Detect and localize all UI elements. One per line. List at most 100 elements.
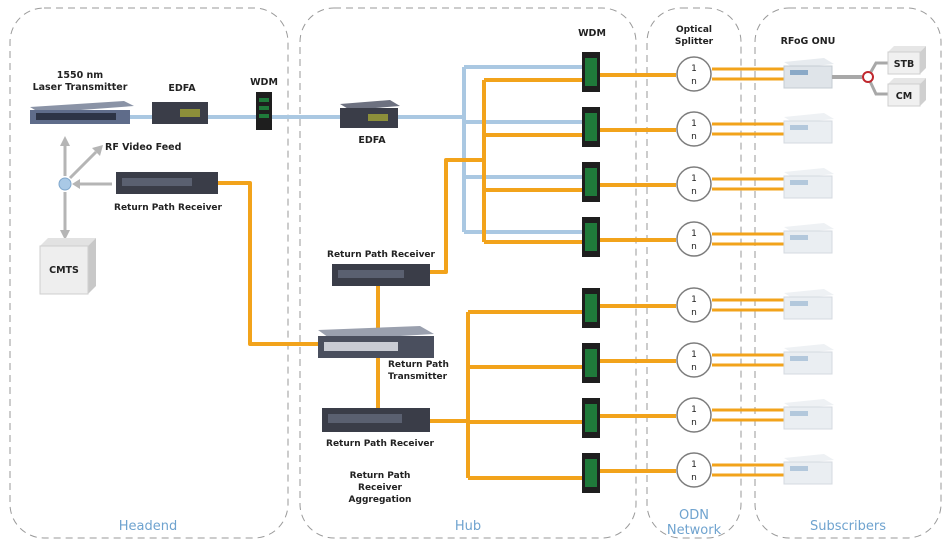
label-cmts: CMTS [49, 265, 79, 276]
onu-8-label [790, 466, 808, 471]
cmts-side [88, 238, 96, 294]
cm-front [887, 83, 921, 107]
label-cm: CM [896, 91, 912, 102]
label-stb: STB [894, 59, 915, 70]
edfa-hub-top [340, 100, 400, 110]
onu-1-label [790, 70, 808, 75]
customer-coax [832, 46, 926, 107]
label-wdm-hub: WDM [578, 28, 606, 39]
onu-5-body [783, 296, 833, 320]
zone-title-odn-line1: ODN [679, 508, 709, 523]
edfa-hub [340, 100, 400, 128]
onu-2 [783, 113, 834, 144]
arrow-head-to-feed-icon [92, 145, 103, 156]
zone-title-subscribers: Subscribers [810, 519, 886, 534]
arrow-head-to-cmts-icon [60, 230, 70, 240]
splitter-3-input-count: 1 [691, 174, 697, 184]
subscribers-zone [754, 7, 942, 539]
return-path-receiver-hub-upper [332, 264, 430, 286]
splitter-4-input-count: 1 [691, 229, 697, 239]
onu-2-label [790, 125, 808, 130]
onu-4-body [783, 230, 833, 254]
label-wdm-headend: WDM [250, 77, 278, 88]
orange-transmitter-to-headend [218, 181, 318, 346]
stb-box [887, 46, 926, 75]
rpt-panel [324, 342, 398, 351]
label-aggregation-line3: Aggregation [349, 495, 412, 505]
edfa-headend [152, 102, 208, 124]
splitter-6-output-count: n [691, 363, 697, 373]
splitter-8-circle [676, 452, 712, 488]
edfa-headend-display [180, 109, 200, 117]
splitter-6-circle [676, 342, 712, 378]
hub-wdm-7 [582, 398, 600, 438]
label-aggregation-line2: Receiver [358, 483, 403, 493]
hub-wdm-2-ports [585, 113, 597, 141]
label-return-path-receiver-headend: Return Path Receiver [114, 203, 223, 213]
wdm-headend-body [256, 92, 272, 130]
hub-wdm-6-ports [585, 349, 597, 377]
hub-wdm-3 [582, 162, 600, 202]
splitter-5-output-count: n [691, 308, 697, 318]
splitter-1-input-count: 1 [691, 64, 697, 74]
odn-zone [646, 7, 742, 539]
label-optical-splitter-line1: Optical [676, 25, 712, 35]
label-return-path-transmitter-line2: Transmitter [388, 372, 448, 382]
onu-7-label [790, 411, 808, 416]
hub-wdm-4 [582, 217, 600, 257]
device-labels: 1550 nm Laser Transmitter EDFA WDM EDFA … [33, 25, 915, 505]
splitter-6-input-count: 1 [691, 350, 697, 360]
wdm-headend-port-2 [259, 106, 269, 110]
rf-combiner-node [58, 177, 72, 191]
headend-rf-arrows [60, 136, 112, 240]
laser-transmitter [30, 101, 134, 124]
label-aggregation-line1: Return Path [350, 471, 411, 481]
onu-2-body [783, 120, 833, 144]
splitter-7-circle [676, 397, 712, 433]
onu-7-body [783, 406, 833, 430]
splitter-6: 1 n [676, 342, 712, 378]
coax-splitter-node [862, 71, 874, 83]
onu-1 [783, 58, 834, 89]
return-path-transmitter [318, 326, 434, 358]
optical-splitters: 1 n 1 n 1 n 1 n 1 n 1 n 1 [676, 56, 712, 488]
label-edfa-headend: EDFA [168, 83, 196, 94]
zone-boundaries [9, 7, 942, 539]
onu-4 [783, 223, 834, 254]
hub-wdm-1-ports [585, 58, 597, 86]
arrow-head-to-combiner-icon [72, 179, 80, 189]
stb-front [887, 51, 921, 75]
splitter-1: 1 n [676, 56, 712, 92]
splitter-8-input-count: 1 [691, 460, 697, 470]
hub-wdm-2 [582, 107, 600, 147]
hub-wdm-4-ports [585, 223, 597, 251]
rfog-onus [783, 58, 834, 485]
label-optical-splitter-line2: Splitter [675, 37, 714, 47]
hub-wdm-6 [582, 343, 600, 383]
return-path-receiver-hub-lower [322, 408, 430, 432]
splitter-7-input-count: 1 [691, 405, 697, 415]
label-laser-line1: 1550 nm [57, 70, 104, 81]
label-return-path-receiver-hub-lower: Return Path Receiver [326, 439, 435, 449]
hub-wdm-5-ports [585, 294, 597, 322]
onu-5-label [790, 301, 808, 306]
splitter-1-output-count: n [691, 77, 697, 87]
wdm-headend-port-3 [259, 114, 269, 118]
label-return-path-receiver-hub-upper: Return Path Receiver [327, 250, 436, 260]
splitter-1-circle [676, 56, 712, 92]
splitter-3-circle [676, 166, 712, 202]
splitter-7-output-count: n [691, 418, 697, 428]
zone-title-odn-line2: Network [667, 523, 722, 538]
onu-6-body [783, 351, 833, 375]
splitter-4-circle [676, 221, 712, 257]
rpr-upper-panel [338, 270, 404, 278]
edfa-hub-display [368, 114, 388, 121]
splitter-5-circle [676, 287, 712, 323]
splitter-2-input-count: 1 [691, 119, 697, 129]
splitter-onu-lines [712, 67, 784, 477]
splitter-5-input-count: 1 [691, 295, 697, 305]
splitter-5: 1 n [676, 287, 712, 323]
splitter-2-output-count: n [691, 132, 697, 142]
splitter-7: 1 n [676, 397, 712, 433]
label-edfa-hub: EDFA [358, 135, 386, 146]
